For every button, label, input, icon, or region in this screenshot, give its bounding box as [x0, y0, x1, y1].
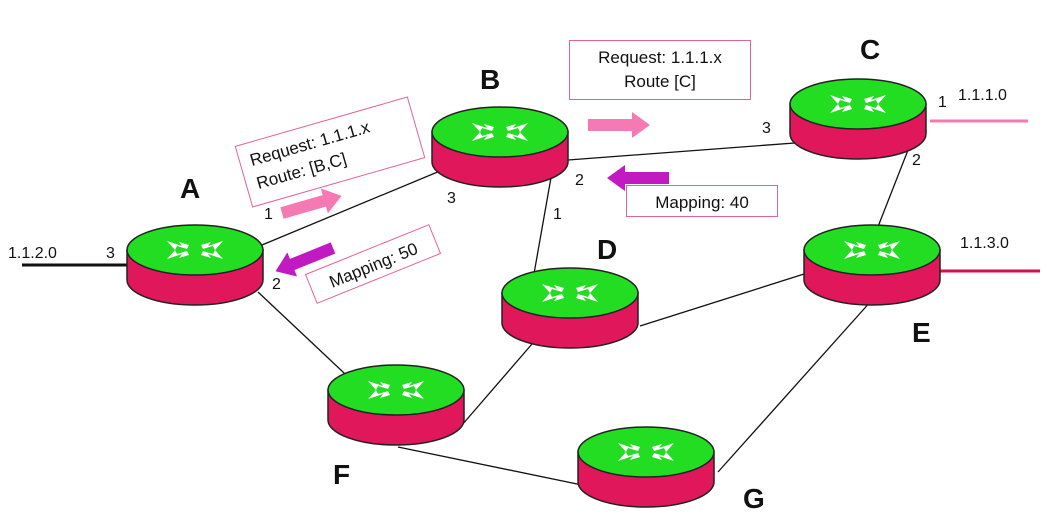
router-icon-e	[803, 224, 941, 306]
port-label-a-1: 1	[264, 206, 273, 223]
request-arrow-b	[588, 112, 650, 138]
link-b-d	[531, 171, 553, 286]
mapping-arrow-b	[607, 165, 669, 191]
router-icon-f	[327, 364, 465, 446]
node-label-f: F	[333, 459, 351, 490]
node-label-g: G	[743, 483, 765, 514]
port-label-c-1: 1	[938, 94, 947, 111]
router-icon-a	[126, 224, 264, 306]
port-label-b-1: 1	[553, 206, 562, 223]
network-label-a: 1.1.2.0	[8, 245, 57, 262]
request-box-b: Request: 1.1.1.x Route [C]	[569, 40, 751, 100]
node-label-d: D	[597, 234, 618, 265]
port-label-a-2: 2	[272, 276, 281, 293]
node-label-c: C	[860, 34, 881, 65]
node-label-e: E	[912, 317, 931, 348]
link-a-f	[257, 291, 361, 389]
network-label-c: 1.1.1.0	[958, 87, 1007, 104]
node-label-a: A	[180, 173, 201, 204]
port-label-b-3: 3	[447, 190, 456, 207]
request-box-b-line-1: Request: 1.1.1.x	[598, 48, 722, 67]
request-box-b-line-2: Route [C]	[624, 71, 696, 91]
mapping-box-b: Mapping: 40	[626, 185, 778, 217]
link-a-b	[261, 165, 453, 246]
arrows	[275, 112, 669, 277]
routers	[126, 78, 941, 508]
link-f-g	[397, 446, 583, 486]
link-b-c	[567, 141, 809, 161]
router-icon-g	[577, 426, 715, 508]
node-label-b: B	[480, 64, 501, 95]
router-icon-b	[431, 106, 569, 188]
links	[22, 119, 1040, 486]
network-label-e: 1.1.3.0	[960, 235, 1009, 252]
port-label-c-2: 2	[912, 152, 921, 169]
port-label-b-2: 2	[575, 172, 584, 189]
port-label-c-3: 3	[762, 120, 771, 137]
request-arrow-a	[280, 188, 342, 219]
router-icon-d	[501, 267, 639, 349]
router-icon-c	[789, 78, 927, 160]
link-e-g	[717, 299, 873, 473]
link-d-f	[461, 343, 533, 426]
port-label-a-3: 3	[106, 245, 115, 262]
mapping-arrow-a	[275, 242, 336, 277]
